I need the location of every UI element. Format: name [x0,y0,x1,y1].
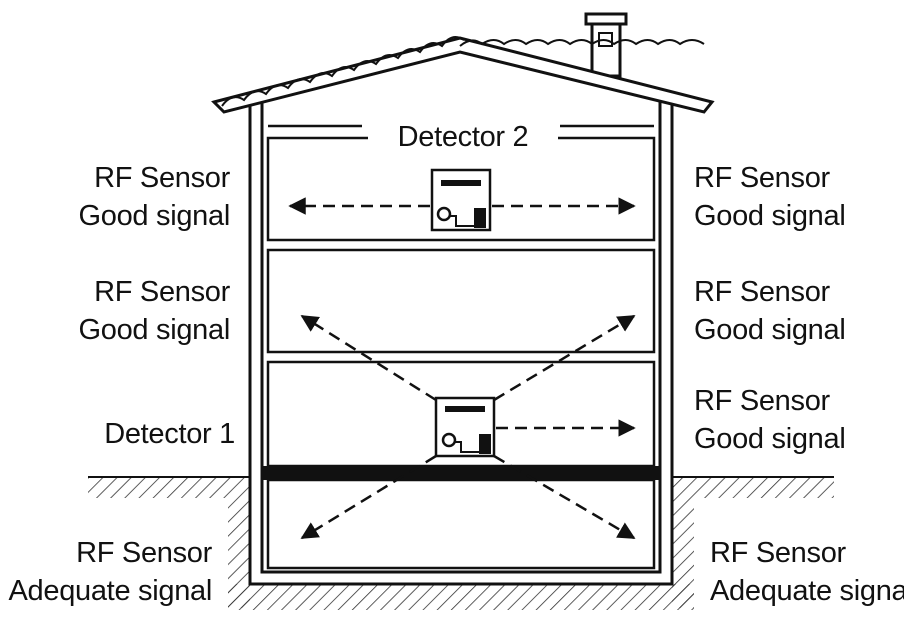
detector-2-label: Detector 2 [368,118,558,156]
sensor-base-right: RF Sensor Adequate signal [710,534,904,610]
sensor-top-right: RF Sensor Good signal [694,159,894,235]
sensor-status: Adequate signal [8,575,213,607]
middle-floor [266,248,656,354]
chimney [584,12,628,78]
sensor-status: Adequate signal [710,575,904,607]
sensor-status: Good signal [694,314,846,346]
sensor-status: Good signal [694,200,846,232]
roof [211,36,715,114]
floor-slab [262,466,660,480]
signal-arrows [288,197,636,540]
detector-1-device [434,396,496,458]
arrow-d1-down-left [300,454,437,540]
sensor-status: Good signal [78,314,231,346]
house-walls [248,100,674,586]
sensor-name: RF Sensor [710,537,846,569]
sensor-low-right: RF Sensor Good signal [694,382,894,458]
basement [266,478,656,570]
sensor-top-left: RF Sensor Good signal [20,159,231,235]
ground-hatching [88,478,834,610]
sensor-name: RF Sensor [76,537,212,569]
arrow-d1-up-left [300,314,437,402]
sensor-name: RF Sensor [694,385,830,417]
sensor-name: RF Sensor [94,276,230,308]
sensor-mid-right: RF Sensor Good signal [694,273,894,349]
sensor-name: RF Sensor [694,162,830,194]
arrow-d1-up-right [493,314,636,402]
sensor-name: RF Sensor [694,276,830,308]
sensor-base-left: RF Sensor Adequate signal [6,534,213,610]
sensor-name: RF Sensor [94,162,230,194]
detector-1-label: Detector 1 [104,418,235,450]
sensor-status: Good signal [78,200,231,232]
sensor-status: Good signal [694,423,846,455]
arrow-d1-down-right [493,454,636,540]
detector-2-device [430,168,492,232]
sensor-mid-left: RF Sensor Good signal [20,273,231,349]
